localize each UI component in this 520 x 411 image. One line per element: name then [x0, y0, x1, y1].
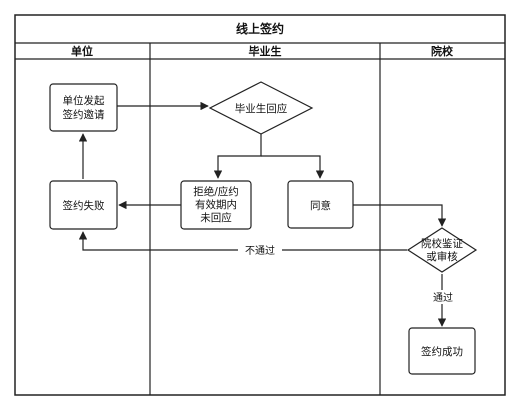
lane-header-school: 院校 — [431, 44, 454, 58]
node-fail-box — [49, 180, 118, 230]
node-respond: 毕业生回应 — [208, 81, 314, 135]
node-verify-line-2: 或审核 — [426, 250, 458, 263]
node-invite: 单位发起 签约邀请 — [49, 83, 118, 132]
node-invite-box — [49, 83, 118, 132]
node-verify-line-1: 院校鉴证 — [421, 237, 463, 250]
node-reject: 拒绝/应约 有效期内 未回应 — [180, 180, 252, 230]
node-fail-label: 签约失败 — [63, 199, 105, 212]
diagram-title: 线上签约 — [236, 21, 284, 36]
node-agree-box — [287, 180, 354, 229]
node-respond-label: 毕业生回应 — [235, 102, 288, 115]
node-reject-box — [180, 180, 252, 230]
node-success-box — [408, 327, 476, 375]
edge-respond-reject — [213, 131, 262, 179]
edge-verify-fail — [78, 231, 407, 251]
lane-header-unit: 单位 — [71, 44, 93, 58]
node-success-label: 签约成功 — [421, 345, 463, 358]
node-agree: 同意 — [287, 180, 354, 229]
node-verify: 院校鉴证 或审核 — [406, 227, 478, 273]
node-invite-line-1: 单位发起 — [63, 94, 105, 107]
node-fail: 签约失败 — [49, 180, 118, 230]
edge-label-not-pass: 不通过 — [245, 244, 275, 257]
node-verify-diamond — [406, 227, 478, 273]
lane-header-graduate: 毕业生 — [249, 44, 282, 58]
node-success: 签约成功 — [408, 327, 476, 375]
edge-label-pass: 通过 — [433, 291, 453, 304]
edge-respond-agree — [261, 155, 325, 179]
edge-agree-verify — [353, 204, 447, 227]
edge-label-bg-pass — [428, 290, 458, 304]
node-invite-line-2: 签约邀请 — [63, 108, 105, 121]
node-respond-diamond — [208, 81, 314, 135]
node-reject-line-3: 未回应 — [200, 211, 232, 224]
node-agree-label: 同意 — [310, 199, 331, 212]
node-reject-line-2: 有效期内 — [195, 198, 237, 211]
node-reject-line-1: 拒绝/应约 — [193, 185, 239, 198]
edge-label-bg-not-pass — [238, 243, 282, 257]
